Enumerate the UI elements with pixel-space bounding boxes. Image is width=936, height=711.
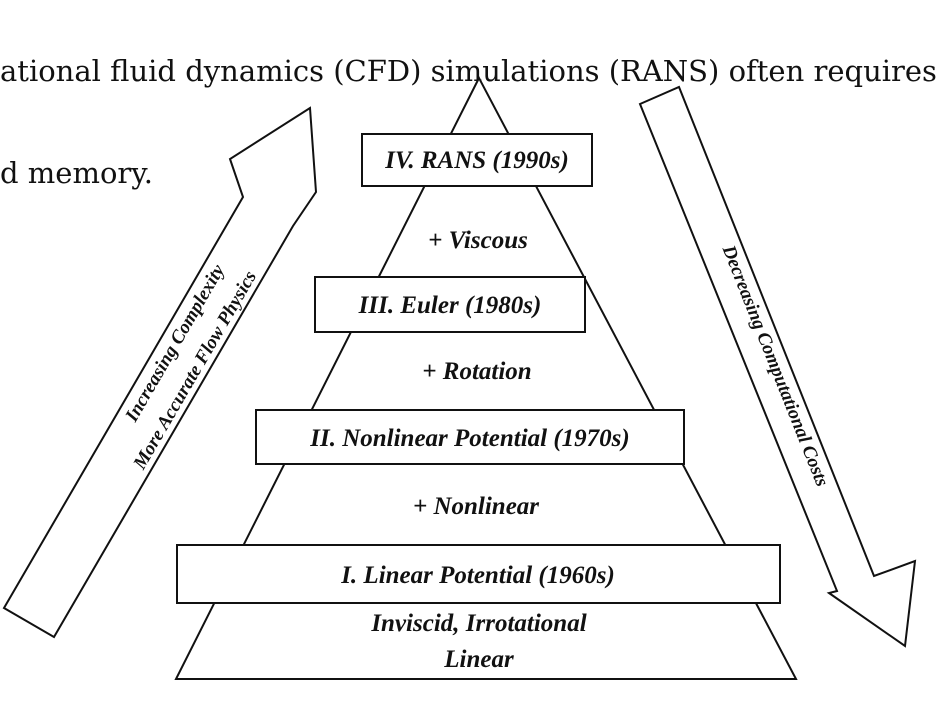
caption-line-2: d memory. bbox=[0, 156, 154, 190]
right-arrow-shape bbox=[638, 85, 917, 648]
addition-rotation: + Rotation bbox=[422, 358, 531, 385]
level-box-iv: IV. RANS (1990s) bbox=[361, 133, 593, 187]
level-box-i: I. Linear Potential (1960s) bbox=[176, 544, 781, 604]
pyramid-triangle bbox=[174, 75, 798, 680]
addition-viscous: + Viscous bbox=[428, 227, 528, 254]
level-label-ii: II. Nonlinear Potential (1970s) bbox=[309, 425, 629, 452]
level-box-ii: II. Nonlinear Potential (1970s) bbox=[255, 409, 685, 465]
addition-nonlinear: + Nonlinear bbox=[413, 493, 539, 520]
base-line-1: Inviscid, Irrotational bbox=[370, 610, 586, 637]
level-label-iv: IV. RANS (1990s) bbox=[384, 147, 569, 174]
left-arrow-shape bbox=[2, 106, 318, 639]
caption-line-1: ational fluid dynamics (CFD) simulations… bbox=[0, 54, 936, 88]
right-arrow-line-1: Decreasing Computational Costs bbox=[717, 241, 832, 489]
level-box-iii: III. Euler (1980s) bbox=[314, 276, 586, 333]
level-label-iii: III. Euler (1980s) bbox=[358, 292, 542, 319]
level-label-i: I. Linear Potential (1960s) bbox=[340, 562, 615, 589]
base-line-2: Linear bbox=[443, 646, 514, 673]
caption-text: ational fluid dynamics (CFD) simulations… bbox=[0, 0, 936, 258]
